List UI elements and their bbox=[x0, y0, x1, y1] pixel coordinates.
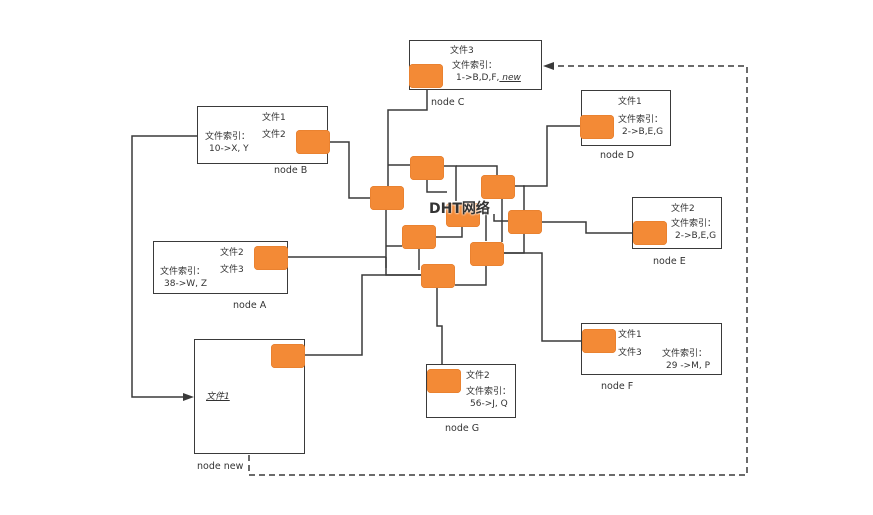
dht-peer-icon bbox=[481, 175, 515, 199]
node-b-label: node B bbox=[274, 165, 308, 176]
node-a-index-value: 38->W, Z bbox=[164, 279, 208, 289]
node-d-server-icon bbox=[580, 115, 614, 139]
dht-peer-icon bbox=[370, 186, 404, 210]
node-d-label: node D bbox=[600, 150, 635, 161]
node-b-index-value: 10->X, Y bbox=[209, 144, 249, 154]
node-f-file-2: 文件3 bbox=[618, 348, 642, 358]
node-e-label: node E bbox=[653, 256, 686, 267]
node-new-label: node new bbox=[197, 461, 244, 472]
node-c-server-icon bbox=[409, 64, 443, 88]
node-c-index-label: 文件索引： bbox=[452, 61, 498, 71]
arrow-b-to-new bbox=[131, 135, 197, 398]
node-new-file-1: 文件1 bbox=[206, 392, 230, 402]
node-f-label: node F bbox=[601, 381, 634, 392]
dashed-arrow-new-to-c bbox=[248, 65, 748, 476]
node-c-index-new: new bbox=[499, 73, 521, 83]
node-d-index-label: 文件索引： bbox=[618, 115, 664, 125]
node-g-label: node G bbox=[445, 423, 480, 434]
dht-peer-icon bbox=[402, 225, 436, 249]
node-g-index-value: 56->J, Q bbox=[470, 399, 508, 409]
dht-peer-icon bbox=[508, 210, 542, 234]
link-node-f bbox=[504, 252, 581, 342]
node-f-index-value: 29 ->M, P bbox=[666, 361, 711, 371]
node-b-server-icon bbox=[296, 130, 330, 154]
node-g-server-icon bbox=[427, 369, 461, 393]
dht-peer-icon bbox=[470, 242, 504, 266]
node-g-file-1: 文件2 bbox=[466, 371, 490, 381]
node-g-index-label: 文件索引： bbox=[466, 387, 512, 397]
node-e-index-value: 2->B,E,G bbox=[675, 231, 717, 241]
dht-peer-icon bbox=[421, 264, 455, 288]
node-e-index-label: 文件索引： bbox=[671, 219, 717, 229]
node-e-file-1: 文件2 bbox=[671, 204, 695, 214]
node-new-box[interactable]: 文件1 bbox=[194, 339, 305, 454]
node-f-file-1: 文件1 bbox=[618, 330, 642, 340]
node-b-file-2: 文件2 bbox=[262, 130, 286, 140]
link-node-c bbox=[387, 87, 428, 196]
node-d-file-1: 文件1 bbox=[618, 97, 642, 107]
node-e-server-icon bbox=[633, 221, 667, 245]
node-c-index-value: 1->B,D,F, new bbox=[456, 73, 521, 84]
node-new-server-icon bbox=[271, 344, 305, 368]
node-f-index-label: 文件索引： bbox=[662, 349, 708, 359]
node-b-index-label: 文件索引： bbox=[205, 132, 251, 142]
link-node-g bbox=[436, 288, 443, 369]
dht-peer-icon bbox=[446, 203, 480, 227]
node-a-file-2: 文件3 bbox=[220, 265, 244, 275]
node-a-file-1: 文件2 bbox=[220, 248, 244, 258]
link-node-b bbox=[328, 141, 370, 199]
node-b-file-1: 文件1 bbox=[262, 113, 286, 123]
node-d-index-value: 2->B,E,G bbox=[622, 127, 664, 137]
link-node-e bbox=[542, 221, 633, 234]
node-a-index-label: 文件索引： bbox=[160, 267, 206, 277]
link-node-new bbox=[305, 274, 421, 356]
node-f-server-icon bbox=[582, 329, 616, 353]
dht-peer-icon bbox=[410, 156, 444, 180]
node-a-server-icon bbox=[254, 246, 288, 270]
arrowhead-new bbox=[183, 393, 194, 401]
arrowhead-c bbox=[543, 62, 554, 70]
dht-network-title: DHT网络 bbox=[429, 201, 490, 217]
node-c-label: node C bbox=[431, 97, 465, 108]
link-node-d bbox=[523, 125, 581, 187]
node-c-index-text: 1->B,D,F, bbox=[456, 73, 500, 83]
node-c-file-1: 文件3 bbox=[450, 46, 474, 56]
node-a-label: node A bbox=[233, 300, 267, 311]
